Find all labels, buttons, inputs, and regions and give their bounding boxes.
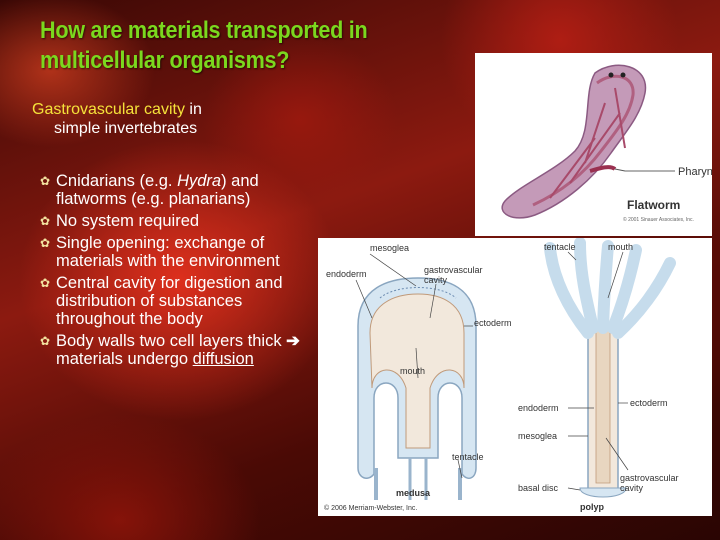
subheading-highlight: Gastrovascular cavity xyxy=(32,101,185,118)
flatworm-figure: Pharynx Flatworm © 2001 Sinauer Associat… xyxy=(475,53,712,236)
label-mesoglea-right: mesoglea xyxy=(518,431,557,441)
bullet-text: ) and flatworms (e.g. planarians) xyxy=(56,172,259,208)
bullet-text: materials undergo xyxy=(56,350,193,368)
label-tentacle-right: tentacle xyxy=(544,242,576,252)
polyp-drawing xyxy=(544,238,676,498)
pharynx xyxy=(589,165,617,173)
label-gastrovascular-left: gastrovascular xyxy=(424,265,483,275)
bullet-text: Central cavity for digestion and distrib… xyxy=(56,274,283,328)
cnidarian-figure: mesoglea endoderm gastrovascular cavity … xyxy=(318,238,712,516)
label-polyp: polyp xyxy=(580,502,605,512)
label-mesoglea-left: mesoglea xyxy=(370,243,409,253)
bullet-italic: Hydra xyxy=(177,172,222,190)
label-medusa: medusa xyxy=(396,488,431,498)
medusa-drawing xyxy=(357,277,477,500)
bullet-text: Single opening: exchange of materials wi… xyxy=(56,234,280,270)
label-mouth-right: mouth xyxy=(608,242,633,252)
subheading-rest-2: simple invertebrates xyxy=(54,120,198,137)
flatworm-label: Flatworm xyxy=(627,198,680,212)
right-arrow-icon: ➔ xyxy=(286,332,300,350)
bullet-underlined: diffusion xyxy=(192,350,254,368)
label-ectoderm-right: ectoderm xyxy=(630,398,668,408)
bullet-icon: ✿ xyxy=(40,214,51,228)
cnidarian-copyright: © 2006 Merriam-Webster, Inc. xyxy=(324,504,417,512)
label-endoderm-left: endoderm xyxy=(326,269,367,279)
eyespot xyxy=(620,72,626,78)
eyespot xyxy=(608,72,614,78)
flatworm-copyright: © 2001 Sinauer Associates, Inc. xyxy=(623,216,694,223)
bullet-text: Body walls two cell layers thick xyxy=(56,332,287,350)
bullet-icon: ✿ xyxy=(40,334,51,348)
bullet-text: No system required xyxy=(56,212,200,230)
leader-lines xyxy=(355,251,629,491)
bullet-list: ✿ Cnidarians (e.g. Hydra) and flatworms … xyxy=(40,172,325,372)
pharynx-label: Pharynx xyxy=(678,166,712,178)
subheading-rest-1: in xyxy=(184,101,202,118)
label-basal-disc: basal disc xyxy=(518,483,559,493)
bullet-icon: ✿ xyxy=(40,174,51,188)
label-cavity-right: cavity xyxy=(620,483,644,493)
bullet-item: ✿ Central cavity for digestion and distr… xyxy=(40,274,325,328)
label-mouth-left: mouth xyxy=(400,366,425,376)
label-gastrovascular-right: gastrovascular xyxy=(620,473,679,483)
bullet-icon: ✿ xyxy=(40,276,51,290)
leader-line xyxy=(614,168,626,172)
slide-title: How are materials transported in multice… xyxy=(40,17,368,74)
subheading: Gastrovascular cavity in simple inverteb… xyxy=(32,100,342,138)
label-ectoderm-left: ectoderm xyxy=(474,318,512,328)
label-tentacle-left: tentacle xyxy=(452,452,484,462)
label-cavity-left: cavity xyxy=(424,275,448,285)
bullet-item: ✿ Cnidarians (e.g. Hydra) and flatworms … xyxy=(40,172,325,208)
bullet-item: ✿ Body walls two cell layers thick ➔ mat… xyxy=(40,332,325,368)
gut-branch xyxy=(532,74,635,207)
bullet-text: Cnidarians (e.g. xyxy=(56,172,178,190)
label-endoderm-right: endoderm xyxy=(518,403,559,413)
bullet-item: ✿ Single opening: exchange of materials … xyxy=(40,234,325,270)
bullet-item: ✿ No system required xyxy=(40,212,325,230)
bullet-icon: ✿ xyxy=(40,236,51,250)
flatworm-body xyxy=(501,64,647,219)
gut-branch xyxy=(549,87,626,199)
